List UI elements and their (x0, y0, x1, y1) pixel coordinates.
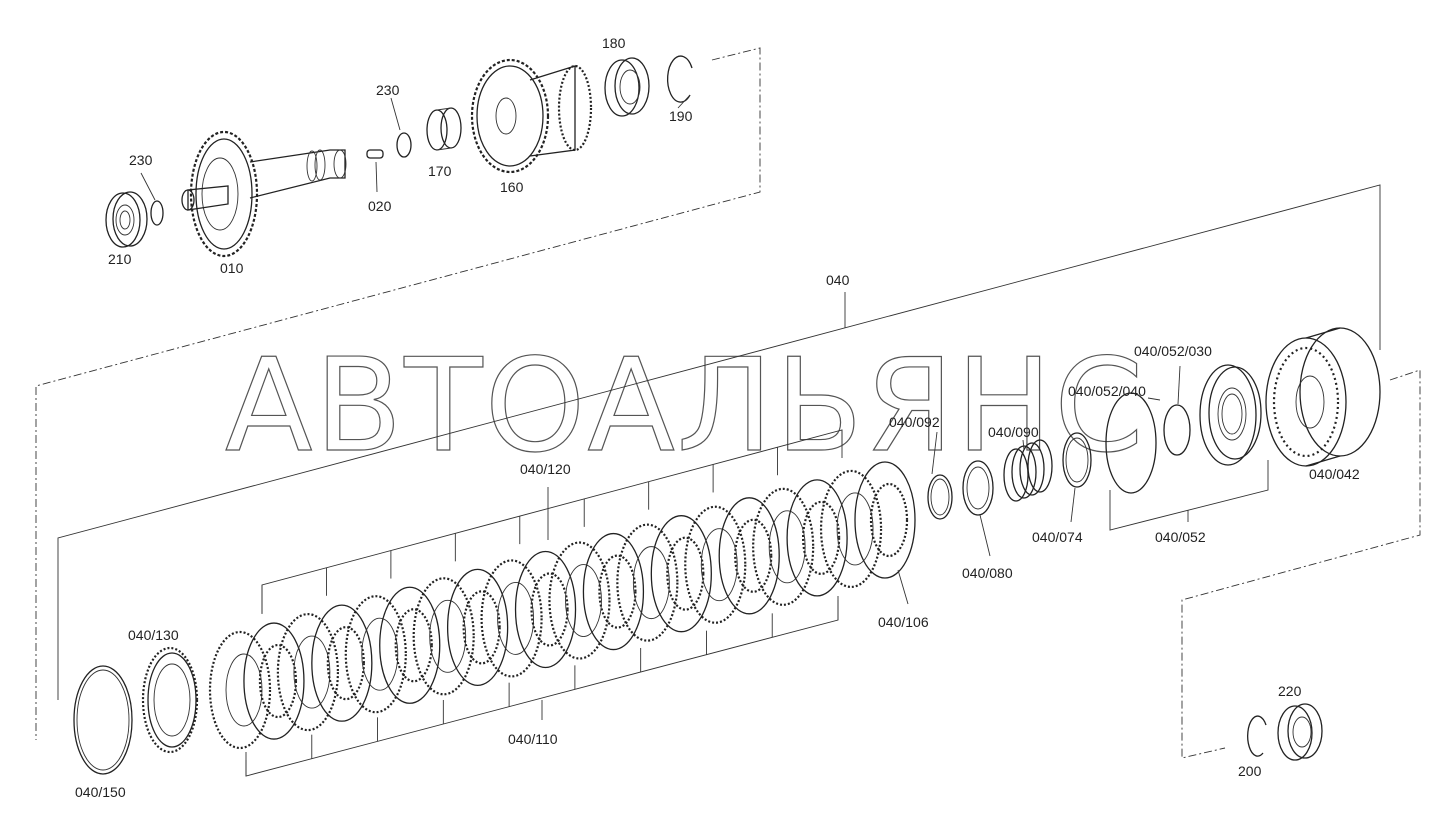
friction-disc (208, 630, 272, 750)
friction-disc (616, 523, 679, 642)
bearing-220 (1277, 703, 1323, 761)
friction-disc (344, 595, 407, 714)
shaft-gear-010 (181, 130, 347, 258)
label-180: 180 (602, 35, 626, 51)
label-040-042: 040/042 (1309, 466, 1360, 482)
bracket-040-110 (245, 600, 839, 777)
friction-disc (480, 559, 543, 678)
label-190: 190 (669, 108, 693, 124)
label-040-106: 040/106 (878, 614, 929, 630)
needle-bearing-170 (426, 107, 462, 151)
steel-disc (243, 622, 305, 740)
label-230-lower: 230 (129, 152, 153, 168)
upper-group-boundary (35, 47, 761, 740)
label-170: 170 (428, 163, 452, 179)
label-040-120: 040/120 (520, 461, 571, 477)
circlip-190 (666, 55, 693, 103)
label-160: 160 (500, 179, 524, 195)
bearing-210 (105, 191, 148, 248)
ring-040-074 (1062, 432, 1092, 488)
label-020: 020 (368, 198, 392, 214)
spring-040-090 (1003, 439, 1053, 502)
washer-040-080 (962, 460, 994, 516)
steel-disc (446, 568, 509, 687)
friction-disc (684, 505, 747, 624)
friction-disc (412, 577, 475, 696)
label-040-080: 040/080 (962, 565, 1013, 581)
bracket-040-110-ticks (245, 596, 839, 776)
end-plate-040-130 (141, 646, 199, 754)
steel-disc (379, 586, 441, 704)
label-210: 210 (108, 251, 132, 267)
steel-disc (718, 497, 780, 615)
lower-right-group-boundary (1181, 369, 1421, 759)
watermark-text: АВТОАЛЬЯНС (225, 332, 1146, 481)
label-040-092: 040/092 (889, 414, 940, 430)
label-220: 220 (1278, 683, 1302, 699)
label-040-052-040: 040/052/040 (1068, 383, 1146, 399)
label-040-150: 040/150 (75, 784, 126, 800)
steel-disc (514, 550, 577, 669)
label-200: 200 (1238, 763, 1262, 779)
label-040-074: 040/074 (1032, 529, 1083, 545)
label-230-upper: 230 (376, 82, 400, 98)
ring-040-092 (927, 474, 953, 520)
label-040-090: 040/090 (988, 424, 1039, 440)
steel-disc (311, 604, 373, 722)
pin-020 (366, 149, 384, 159)
steel-disc (650, 515, 712, 633)
label-040: 040 (826, 272, 850, 288)
o-ring-040-052-040 (1105, 392, 1157, 494)
steel-disc (786, 479, 848, 597)
circlip-230-left (150, 200, 164, 226)
leader-lines (140, 94, 1181, 720)
assembly-040-bracket (57, 184, 1381, 700)
steel-disc (582, 532, 645, 651)
label-040-130: 040/130 (128, 627, 179, 643)
snap-ring-040-150 (73, 665, 133, 775)
label-010: 010 (220, 260, 244, 276)
friction-disc (819, 469, 883, 589)
o-ring-040-052-030 (1163, 404, 1191, 456)
clutch-housing-040-042 (1265, 327, 1381, 467)
circlip-200 (1247, 715, 1267, 757)
bracket-040-120-ticks (261, 430, 843, 613)
label-040-052-030: 040/052/030 (1134, 343, 1212, 359)
steel-disc (854, 461, 916, 579)
clutch-disc-pack (208, 461, 916, 750)
friction-disc (548, 541, 611, 660)
bearing-180 (604, 57, 650, 117)
label-040-110: 040/110 (508, 731, 558, 747)
friction-disc (276, 613, 339, 732)
part-labels: 180 190 230 230 170 160 020 210 010 040 … (75, 35, 1360, 800)
piston-040-052 (1199, 364, 1262, 466)
label-040-052: 040/052 (1155, 529, 1206, 545)
friction-disc (752, 487, 815, 606)
circlip-230-right (396, 132, 412, 158)
gear-160 (470, 58, 593, 174)
bracket-040-052 (1109, 460, 1269, 531)
